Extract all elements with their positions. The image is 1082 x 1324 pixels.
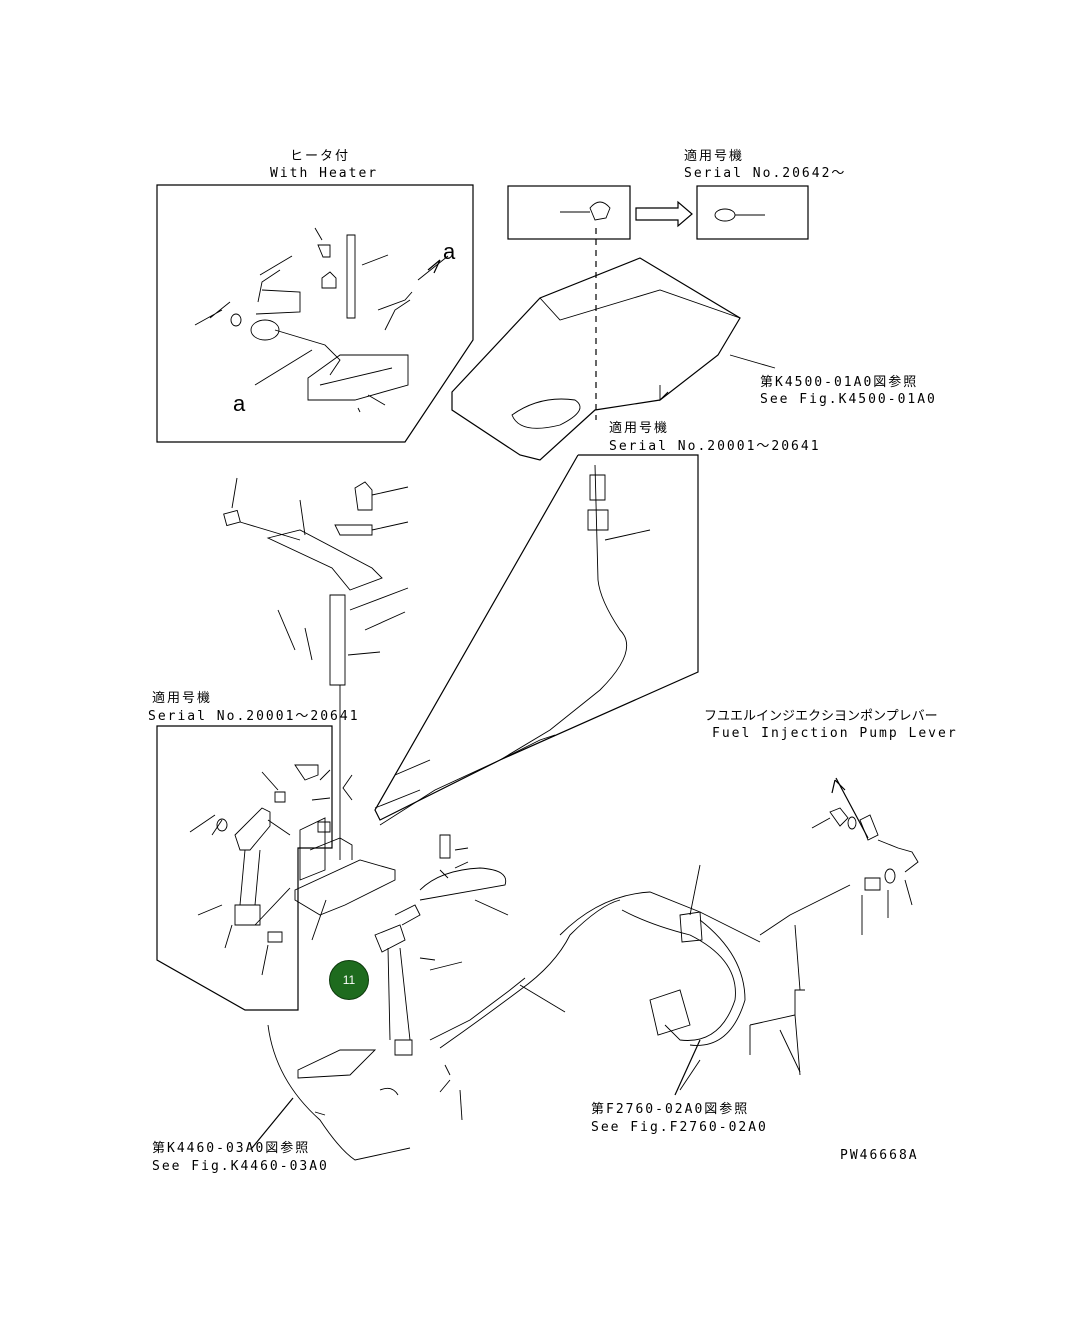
serial-top-label-jp: 適用号機 [684,149,745,164]
left-serial-inset-frame [156,725,333,1011]
fuel-lever-label-en: Fuel Injection Pump Lever [712,726,958,741]
with-heater-label-jp: ヒータ付 [290,149,351,164]
accelerator-pedal [223,477,409,860]
pivot-boss [374,904,463,1041]
drawing-number: PW46668A [840,1148,919,1163]
cable-panel [374,454,699,821]
heater-inset-parts [194,227,449,413]
fuel-lever-label-jp: フユエルインジエクシヨンポンプレバー [704,709,938,724]
callout-11[interactable]: 11 [329,960,369,1000]
left-inset-parts [189,764,319,976]
serial-arrow-icon [635,200,693,228]
serial-left-label-jp: 適用号機 [152,691,213,706]
serial-box-new [696,185,809,240]
detail-a-lower-label: a [233,391,246,416]
throttle-bracket [294,759,509,941]
serial-box-old [507,185,631,240]
throttle-cable-lower [297,734,621,1121]
fig-f2760-label-en: See Fig.F2760-02A0 [591,1120,768,1135]
serial-mid-label-jp: 適用号機 [609,421,670,436]
serial-top-label-en: Serial No.20642～ [684,166,847,181]
throttle-cable-upper [499,464,651,761]
detail-a-upper-label: a [443,239,456,264]
with-heater-label-en: With Heater [270,166,379,181]
fig-f2760-label-jp: 第F2760-02A0図参照 [591,1102,750,1117]
leader-arrows [251,259,846,1149]
heater-inset-frame [156,184,474,443]
fuel-pump-lever [759,777,919,991]
exhaust-pipe [559,864,805,1091]
fig-k4500-label-jp: 第K4500-01A0図参照 [760,375,919,390]
floor-plate [451,257,776,461]
fig-k4500-label-en: See Fig.K4500-01A0 [760,392,937,407]
floor-cable [267,1024,411,1161]
serial-mid-label-en: Serial No.20001～20641 [609,439,821,454]
fig-k4460-label-en: See Fig.K4460-03A0 [152,1159,329,1174]
serial-left-label-en: Serial No.20001～20641 [148,709,360,724]
fig-k4460-label-jp: 第K4460-03A0図参照 [152,1141,311,1156]
